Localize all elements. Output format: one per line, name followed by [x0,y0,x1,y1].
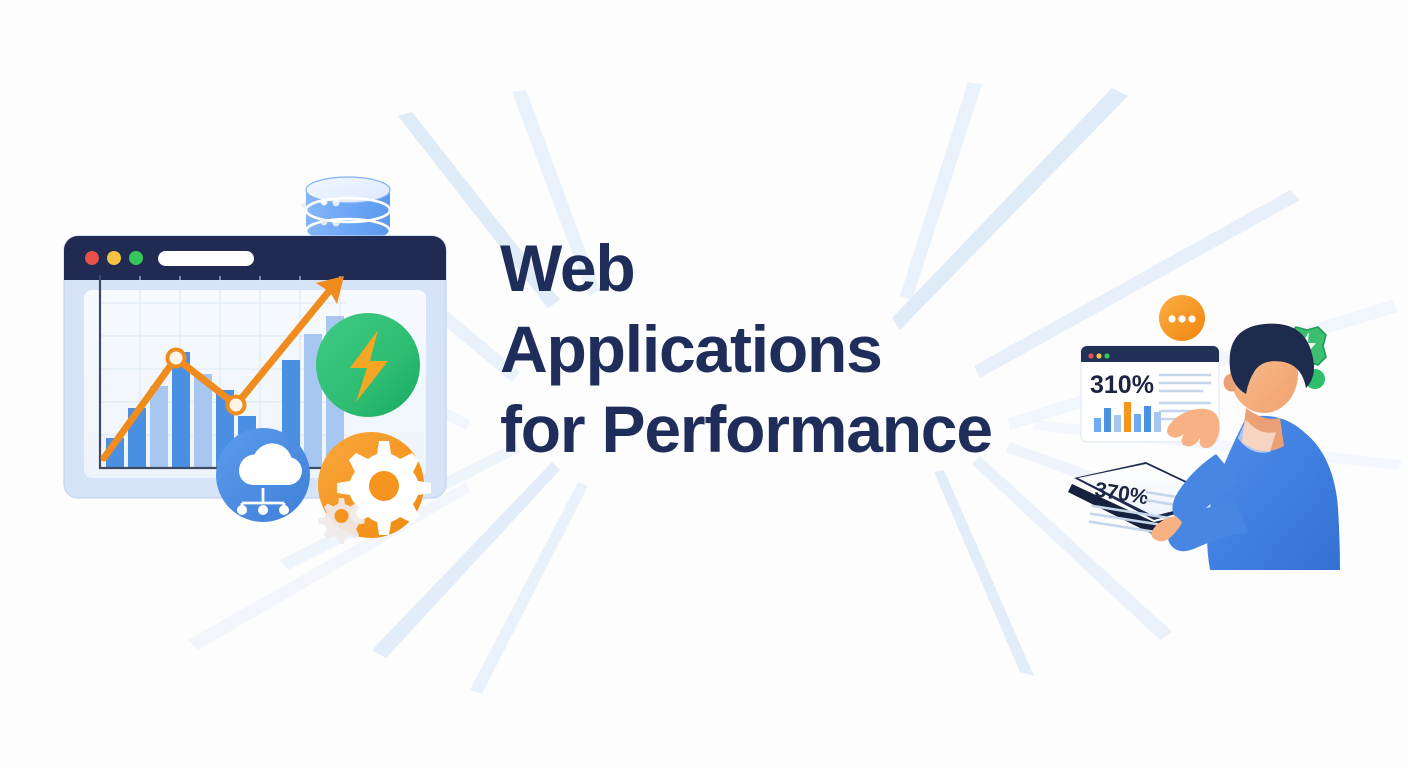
person-hair [1229,323,1314,394]
ellipsis-bubble-icon[interactable] [1159,295,1205,341]
person-hand-typing [1151,516,1182,542]
floating-browser-card[interactable]: 310% [1080,345,1220,443]
person-with-dashboards: 310% 370% [1068,295,1340,570]
bar [172,352,190,468]
headline-line-1: Web [500,231,636,305]
gear-icon [337,441,431,535]
person-hand-pointing [1167,408,1220,448]
minimize-dot [107,251,121,265]
browser-analytics-dashboard [63,176,447,544]
trend-arrowhead [316,276,344,304]
lightning-bolt-icon [350,330,388,402]
bar [194,374,212,468]
card-text-lines [1158,373,1212,421]
close-dot [85,251,99,265]
url-pill [158,251,254,266]
cloud-network-badge[interactable] [216,428,310,522]
headline-line-3: for Performance [500,392,993,467]
trend-marker [225,394,247,416]
headline-line-2: Applications [500,311,883,386]
person-figure [1151,323,1340,570]
metric-310: 310% [1090,371,1154,399]
trend-marker [165,347,187,369]
gear-settings-badge[interactable] [318,432,431,544]
bar [150,386,168,468]
gear-small-icon [318,498,365,544]
chart-trend-line [100,276,344,462]
maximize-dot [129,251,143,265]
person-arm-upper [1172,454,1240,523]
lightning-badge[interactable] [316,313,420,417]
cloud-icon [238,443,302,485]
card-mini-chart [1094,402,1161,432]
page-title: Web Applications for Performance [500,228,1100,470]
person-arm-lower [1168,502,1248,552]
person-collar [1238,420,1276,453]
